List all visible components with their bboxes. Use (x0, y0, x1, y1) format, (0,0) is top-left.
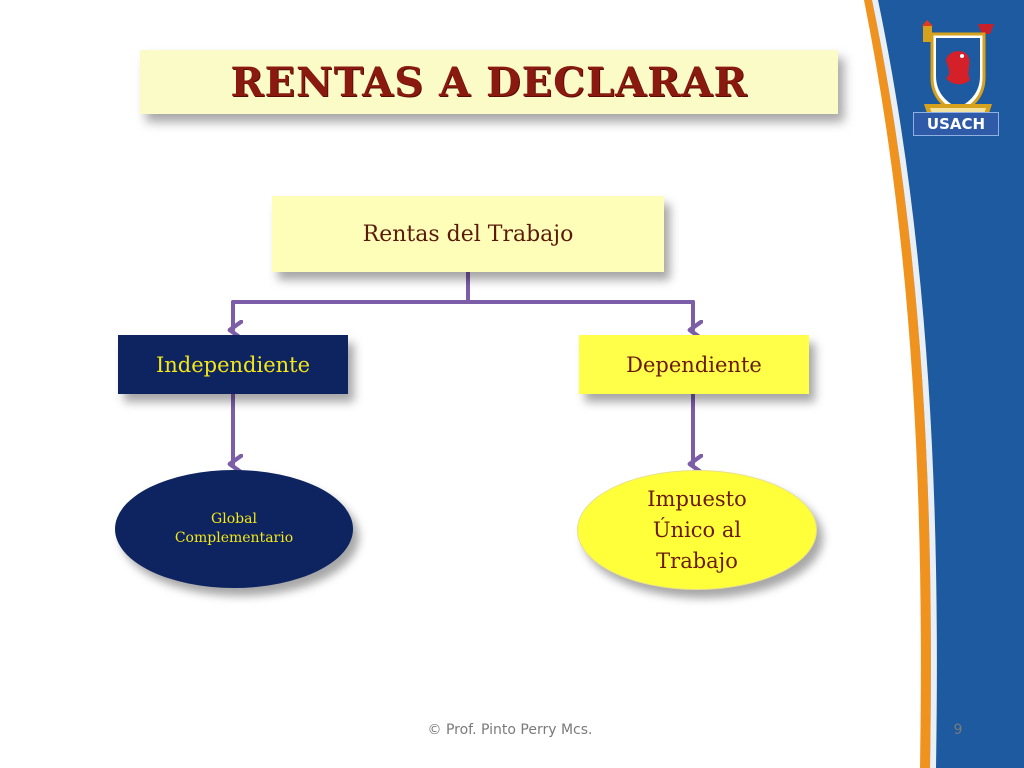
title-banner: RENTAS A DECLARAR (140, 50, 838, 114)
page-number: 9 (953, 722, 963, 738)
node-independiente: Independiente (118, 335, 348, 394)
node-dependiente: Dependiente (579, 335, 809, 394)
node-label-line: Global (211, 511, 257, 527)
node-label-line: Impuesto (647, 486, 747, 511)
node-label: Rentas del Trabajo (362, 221, 574, 247)
node-global-complementario: Global Complementario (115, 470, 353, 588)
node-label-line: Complementario (174, 530, 294, 546)
node-label: Dependiente (626, 352, 762, 377)
node-label: Independiente (155, 352, 311, 377)
node-impuesto-unico: Impuesto Único al Trabajo (577, 470, 817, 590)
node-rentas-del-trabajo: Rentas del Trabajo (272, 196, 664, 272)
node-label-line: Trabajo (656, 548, 738, 573)
page-title: RENTAS A DECLARAR (230, 58, 748, 106)
usach-logo-label: USACH (913, 112, 999, 136)
node-label-line: Único al (652, 517, 742, 542)
footer-credit: © Prof. Pinto Perry Mcs. (427, 722, 593, 738)
